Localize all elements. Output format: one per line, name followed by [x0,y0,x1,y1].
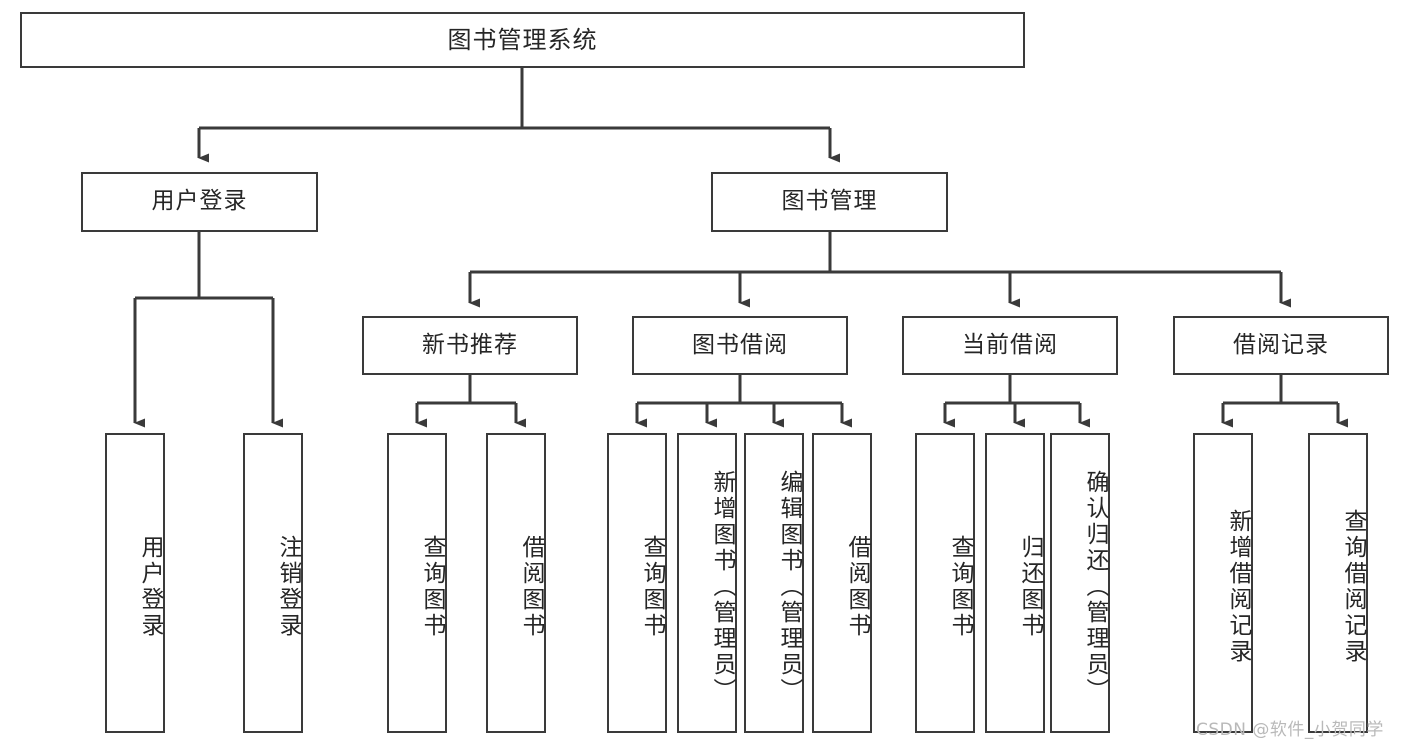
leaf-add-borrow-record[interactable]: 新增借阅记录 [1193,433,1253,733]
node-label: 借阅记录 [1233,331,1329,358]
node-label: 新书推荐 [422,331,518,358]
node-label: 注销登录 [275,535,301,639]
node-label: 用户登录 [137,535,163,639]
node-book-borrow[interactable]: 图书借阅 [632,316,848,375]
node-label: 编辑图书（管理员） [776,470,802,704]
node-current-borrow[interactable]: 当前借阅 [902,316,1118,375]
leaf-query-book-current[interactable]: 查询图书 [915,433,975,733]
node-book-management[interactable]: 图书管理 [711,172,948,232]
node-label: 确认归还（管理员） [1082,470,1108,704]
leaf-confirm-return-admin[interactable]: 确认归还（管理员） [1050,433,1110,733]
node-label: 借阅图书 [518,535,544,639]
csdn-watermark: CSDN @软件_小贺同学 [1196,720,1384,740]
node-label: 当前借阅 [962,331,1058,358]
node-label: 图书管理 [781,188,878,215]
leaf-edit-book-admin[interactable]: 编辑图书（管理员） [744,433,804,733]
leaf-query-borrow-record[interactable]: 查询借阅记录 [1308,433,1368,733]
leaf-query-book-recommend[interactable]: 查询图书 [387,433,447,733]
leaf-return-book[interactable]: 归还图书 [985,433,1045,733]
leaf-add-book-admin[interactable]: 新增图书（管理员） [677,433,737,733]
node-label: 用户登录 [151,188,248,215]
leaf-logout[interactable]: 注销登录 [243,433,303,733]
node-label: 查询图书 [419,535,445,639]
leaf-borrow-book[interactable]: 借阅图书 [812,433,872,733]
leaf-user-login[interactable]: 用户登录 [105,433,165,733]
node-label: 查询图书 [947,535,973,639]
node-label: 借阅图书 [844,535,870,639]
node-root-book-management-system[interactable]: 图书管理系统 [20,12,1025,68]
node-label: 新增借阅记录 [1225,509,1251,665]
node-label: 归还图书 [1017,535,1043,639]
node-borrow-record[interactable]: 借阅记录 [1173,316,1389,375]
node-label: 查询图书 [639,535,665,639]
node-label: 图书管理系统 [447,25,598,54]
node-label: 新增图书（管理员） [709,470,735,704]
node-label: 图书借阅 [692,331,788,358]
node-label: 查询借阅记录 [1340,509,1366,665]
leaf-borrow-book-recommend[interactable]: 借阅图书 [486,433,546,733]
node-new-book-recommend[interactable]: 新书推荐 [362,316,578,375]
node-user-login[interactable]: 用户登录 [81,172,318,232]
leaf-query-book-borrow[interactable]: 查询图书 [607,433,667,733]
